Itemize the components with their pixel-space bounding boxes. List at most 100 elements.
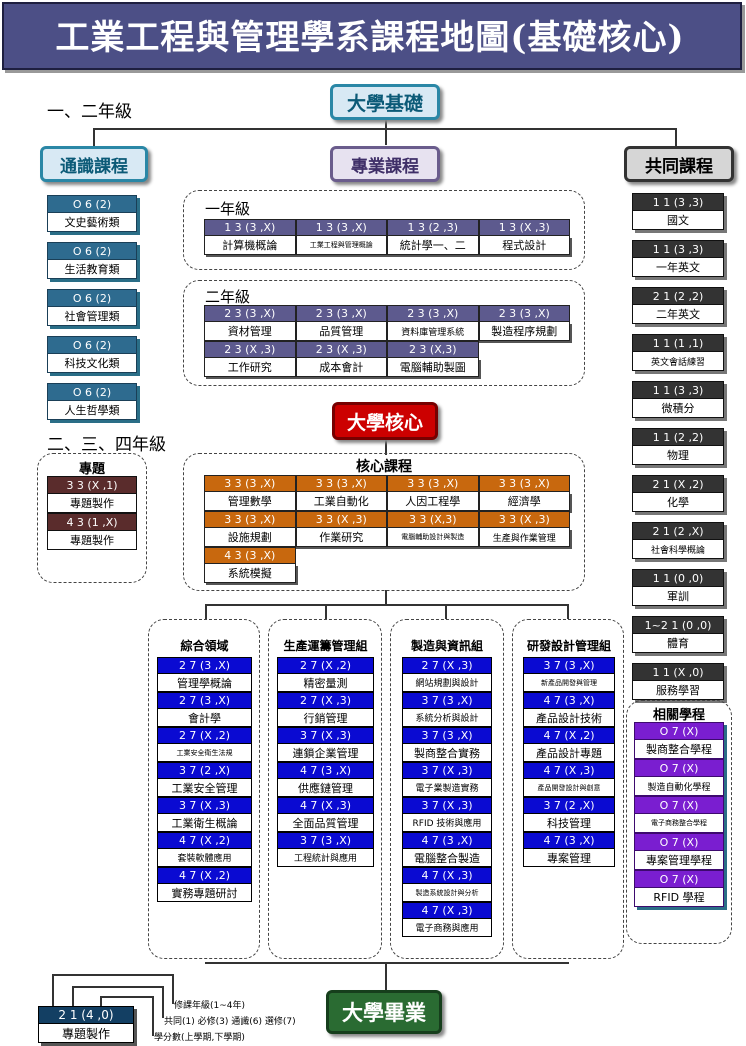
course-code: O 6 (2) <box>47 383 137 401</box>
course-name: 作業研究 <box>295 528 387 547</box>
common-courses-header: 共同課程 <box>624 146 734 182</box>
course-code: 3 3 (3 ,X) <box>204 511 296 528</box>
course-card: 4 7 (3 ,X)產品設計技術 <box>523 692 615 727</box>
course-name: 專題製作 <box>47 531 137 550</box>
course-card: O 6 (2)人生哲學類 <box>47 383 137 420</box>
course-name: 管理學概論 <box>157 674 252 692</box>
course-name: 製造系統設計與分析 <box>402 884 492 902</box>
course-name: RFID 技術與應用 <box>402 814 492 832</box>
connector-line <box>325 604 327 619</box>
course-card: 2 3 (X ,3)成本會計 <box>295 341 387 377</box>
course-code: 1 1 (2 ,2) <box>632 428 724 446</box>
track-label: 綜合領域 <box>180 639 229 653</box>
topic-label: 專題 <box>78 462 105 477</box>
course-card: 4 3 (1 ,X)專題製作 <box>47 513 137 550</box>
legend-line <box>52 974 172 976</box>
course-code: 4 7 (3 ,X) <box>402 832 492 849</box>
course-code: O 7 (X) <box>634 796 724 814</box>
university-basic-header: 大學基礎 <box>330 84 440 120</box>
course-code: 3 3 (3 ,X) <box>204 475 296 492</box>
course-code: 3 7 (3 ,X) <box>523 657 615 674</box>
connector-line <box>205 962 569 964</box>
course-name: 產品設計技術 <box>523 709 615 727</box>
course-code: 3 3 (X ,3) <box>295 511 387 528</box>
course-name: 科技文化類 <box>47 354 137 373</box>
course-name: 產品開發設計與創意 <box>523 779 615 797</box>
course-card: 4 7 (X ,3)電子商務與應用 <box>402 902 492 937</box>
course-card: 2 1 (2 ,2)二年英文 <box>632 287 724 324</box>
course-code: 1 1 (3 ,3) <box>632 240 724 258</box>
course-card: 4 3 (3 ,X)系統模擬 <box>204 547 296 583</box>
course-code: 1 3 (3 ,X) <box>204 219 296 236</box>
course-card: 3 3 (X,3)電腦輔助設計與製造 <box>387 511 479 547</box>
course-card: 2 3 (3 ,X)品質管理 <box>295 305 387 341</box>
course-name: 製商整合實務 <box>402 744 492 762</box>
course-card: 2 3 (3 ,X)資料庫管理系統 <box>387 305 479 341</box>
course-card: O 6 (2)文史藝術類 <box>47 195 137 232</box>
page-title: 工業工程與管理學系課程地圖(基礎核心) <box>55 17 685 58</box>
course-code: 1 3 (3 ,X) <box>295 219 387 236</box>
course-card: 4 7 (X ,3)製造系統設計與分析 <box>402 867 492 902</box>
course-code: 2 3 (X ,3) <box>204 341 296 358</box>
course-name: 網站規劃與設計 <box>402 674 492 692</box>
course-card: 4 7 (X ,3)產品開發設計與創意 <box>523 762 615 797</box>
course-name: 工程統計與應用 <box>277 849 374 867</box>
course-card: 3 7 (X ,3)電子業製造實務 <box>402 762 492 797</box>
course-code: 4 3 (1 ,X) <box>47 513 137 531</box>
connector-line <box>385 440 387 455</box>
course-name: 服務學習 <box>632 681 724 700</box>
course-card: O 7 (X)製造自動化學程 <box>634 759 724 796</box>
course-code: 4 7 (3 ,X) <box>277 762 374 779</box>
course-card: 4 7 (X ,3)全面品質管理 <box>277 797 374 832</box>
course-code: 2 7 (X ,3) <box>277 692 374 709</box>
course-code: 3 3 (X,3) <box>387 511 479 528</box>
course-code: 2 3 (3 ,X) <box>387 305 479 322</box>
legend-card: 2 1 (4 ,0) 專題製作 <box>38 1006 134 1043</box>
course-name: 系統分析與設計 <box>402 709 492 727</box>
track-label: 研發設計管理組 <box>526 639 611 653</box>
course-name: 全面品質管理 <box>277 814 374 832</box>
course-name: 製造程序規劃 <box>478 322 570 341</box>
course-code: 4 7 (X ,2) <box>157 832 252 849</box>
year2-label: 二年級 <box>205 288 251 306</box>
course-code: 1 3 (2 ,3) <box>387 219 479 236</box>
course-name: 國文 <box>632 211 724 230</box>
course-code: 4 7 (X ,3) <box>277 797 374 814</box>
course-code: 4 7 (X ,2) <box>523 727 615 744</box>
course-name: 資材管理 <box>204 322 296 341</box>
course-name: 工業安全衛生法規 <box>157 744 252 762</box>
topic-group <box>37 453 147 583</box>
legend-line <box>100 996 152 998</box>
connector-line <box>675 128 677 146</box>
connector-line <box>567 604 569 619</box>
course-card: 2 7 (3 ,X)會計學 <box>157 692 252 727</box>
course-card: 1 1 (3 ,3)微積分 <box>632 381 724 418</box>
course-name: 一年英文 <box>632 258 724 277</box>
course-card: 4 7 (X ,2)產品設計專題 <box>523 727 615 762</box>
course-card: 1 3 (3 ,X)工業工程與管理概論 <box>295 219 387 255</box>
course-card: 1 1 (X ,0)服務學習 <box>632 663 724 700</box>
course-card: 2 3 (X,3)電腦輔助製圖 <box>387 341 479 377</box>
connector-line <box>385 120 387 145</box>
course-card: 3 3 (3 ,X)經濟學 <box>478 475 570 511</box>
legend-note-credits: 學分數(上學期,下學期) <box>154 1033 245 1043</box>
course-name: 行銷管理 <box>277 709 374 727</box>
course-name: 套裝軟體應用 <box>157 849 252 867</box>
course-card: 1 1 (3 ,3)一年英文 <box>632 240 724 277</box>
legend-note-year: 修課年級(1~4年) <box>174 1001 246 1011</box>
course-code: 2 7 (X ,2) <box>157 727 252 744</box>
course-card: O 6 (2)社會管理類 <box>47 289 137 326</box>
course-card: 2 7 (X ,3)行銷管理 <box>277 692 374 727</box>
course-code: 2 7 (3 ,X) <box>157 692 252 709</box>
graduation-header: 大學畢業 <box>326 990 442 1034</box>
course-name: 生產與作業管理 <box>478 528 570 547</box>
course-card: 4 7 (X ,2)實務專題研討 <box>157 867 252 902</box>
course-code: 1 1 (3 ,3) <box>632 193 724 211</box>
course-code: 4 7 (3 ,X) <box>523 832 615 849</box>
course-card: 2 1 (2 ,X)社會科學概論 <box>632 522 724 559</box>
course-name: 工作研究 <box>204 358 296 377</box>
course-name: 程式設計 <box>478 236 570 255</box>
